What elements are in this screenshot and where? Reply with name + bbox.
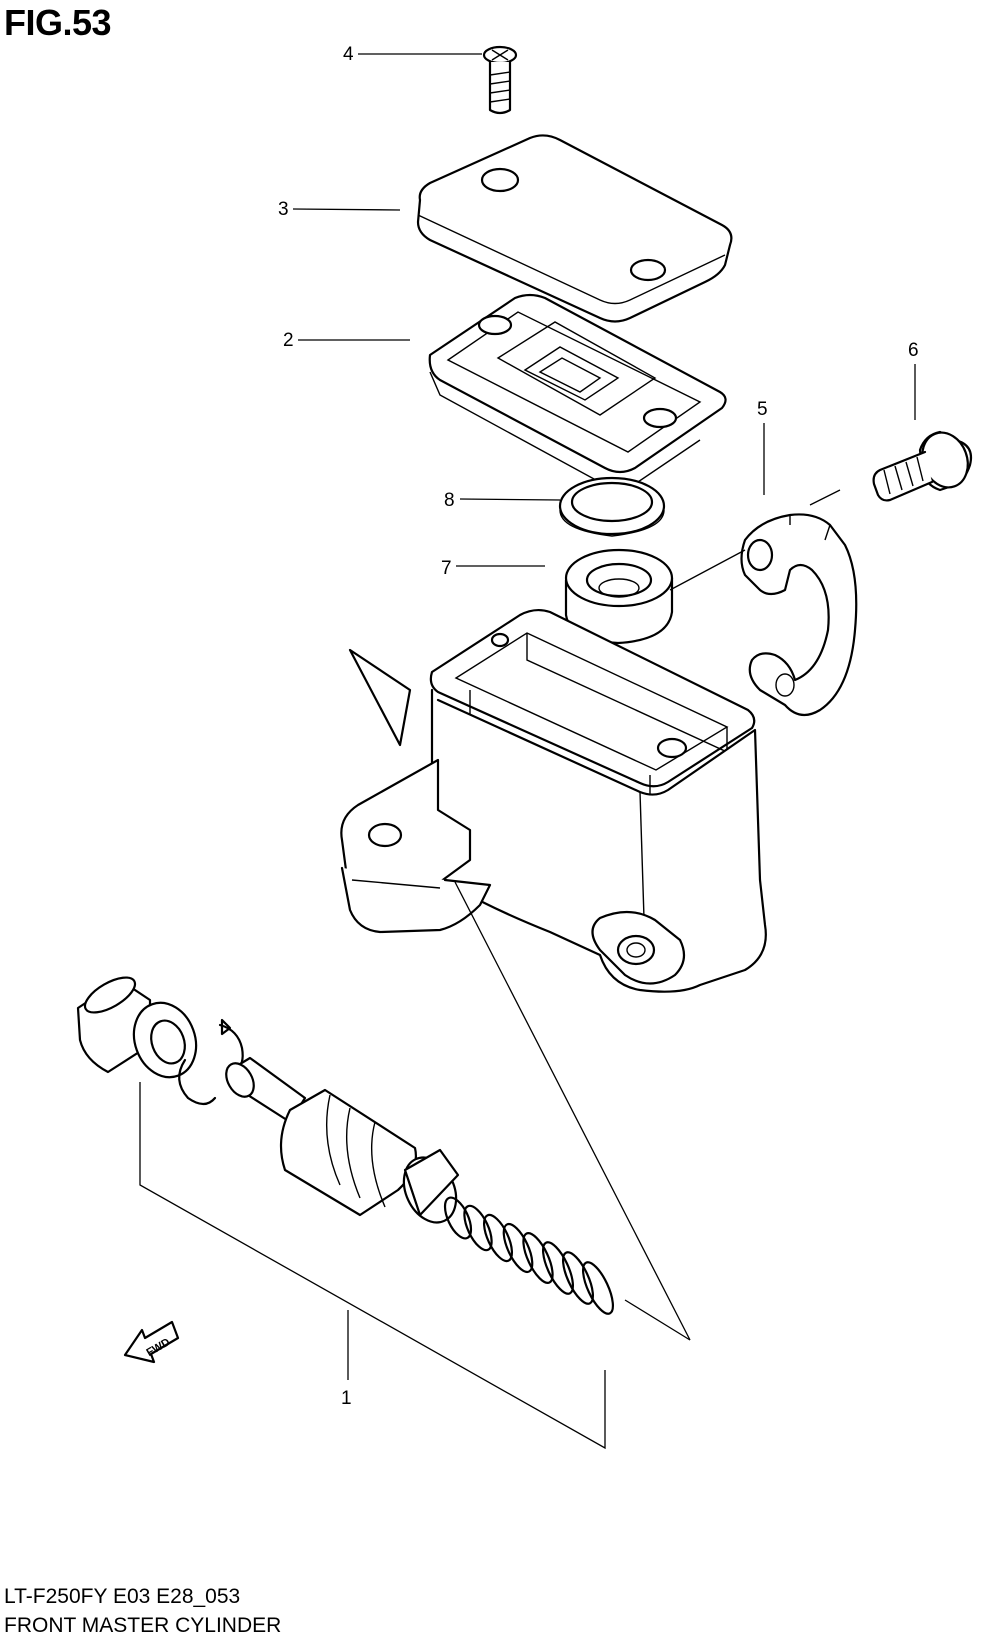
- callout-7: 7: [441, 558, 545, 579]
- callout-6: 6: [908, 340, 919, 420]
- model-code: LT-F250FY E03 E28_053: [4, 1585, 241, 1608]
- assembly-guide-lines: [139, 489, 841, 1450]
- callout-number-8: 8: [444, 490, 455, 511]
- piston-kit: [76, 976, 615, 1315]
- spring: [443, 1196, 615, 1315]
- callout-number-3: 3: [278, 199, 289, 220]
- boot-part-7: [564, 548, 674, 645]
- holder-part-5: [740, 513, 858, 717]
- callout-4: 4: [343, 44, 482, 65]
- diaphragm-part-2: [428, 293, 727, 488]
- reservoir-cap-part-3: [416, 134, 733, 323]
- callout-8: 8: [444, 490, 561, 511]
- callout-1: 1: [341, 1310, 352, 1409]
- figure-caption: FRONT MASTER CYLINDER: [4, 1614, 282, 1637]
- callout-3: 3: [278, 199, 401, 220]
- callout-number-6: 6: [908, 340, 919, 361]
- callout-number-5: 5: [757, 399, 768, 420]
- master-cylinder-body: [340, 608, 767, 993]
- callout-5: 5: [757, 399, 768, 495]
- fwd-direction-marker: FWD: [123, 1320, 180, 1364]
- plate-part-8: [558, 476, 666, 537]
- callout-2: 2: [283, 330, 410, 351]
- screw-part-4: [482, 45, 518, 115]
- callout-number-4: 4: [343, 44, 354, 65]
- callout-number-2: 2: [283, 330, 294, 351]
- callout-number-7: 7: [441, 558, 452, 579]
- figure-title: FIG.53: [4, 2, 112, 43]
- bolt-part-6: [872, 430, 973, 502]
- callout-number-1: 1: [341, 1388, 352, 1409]
